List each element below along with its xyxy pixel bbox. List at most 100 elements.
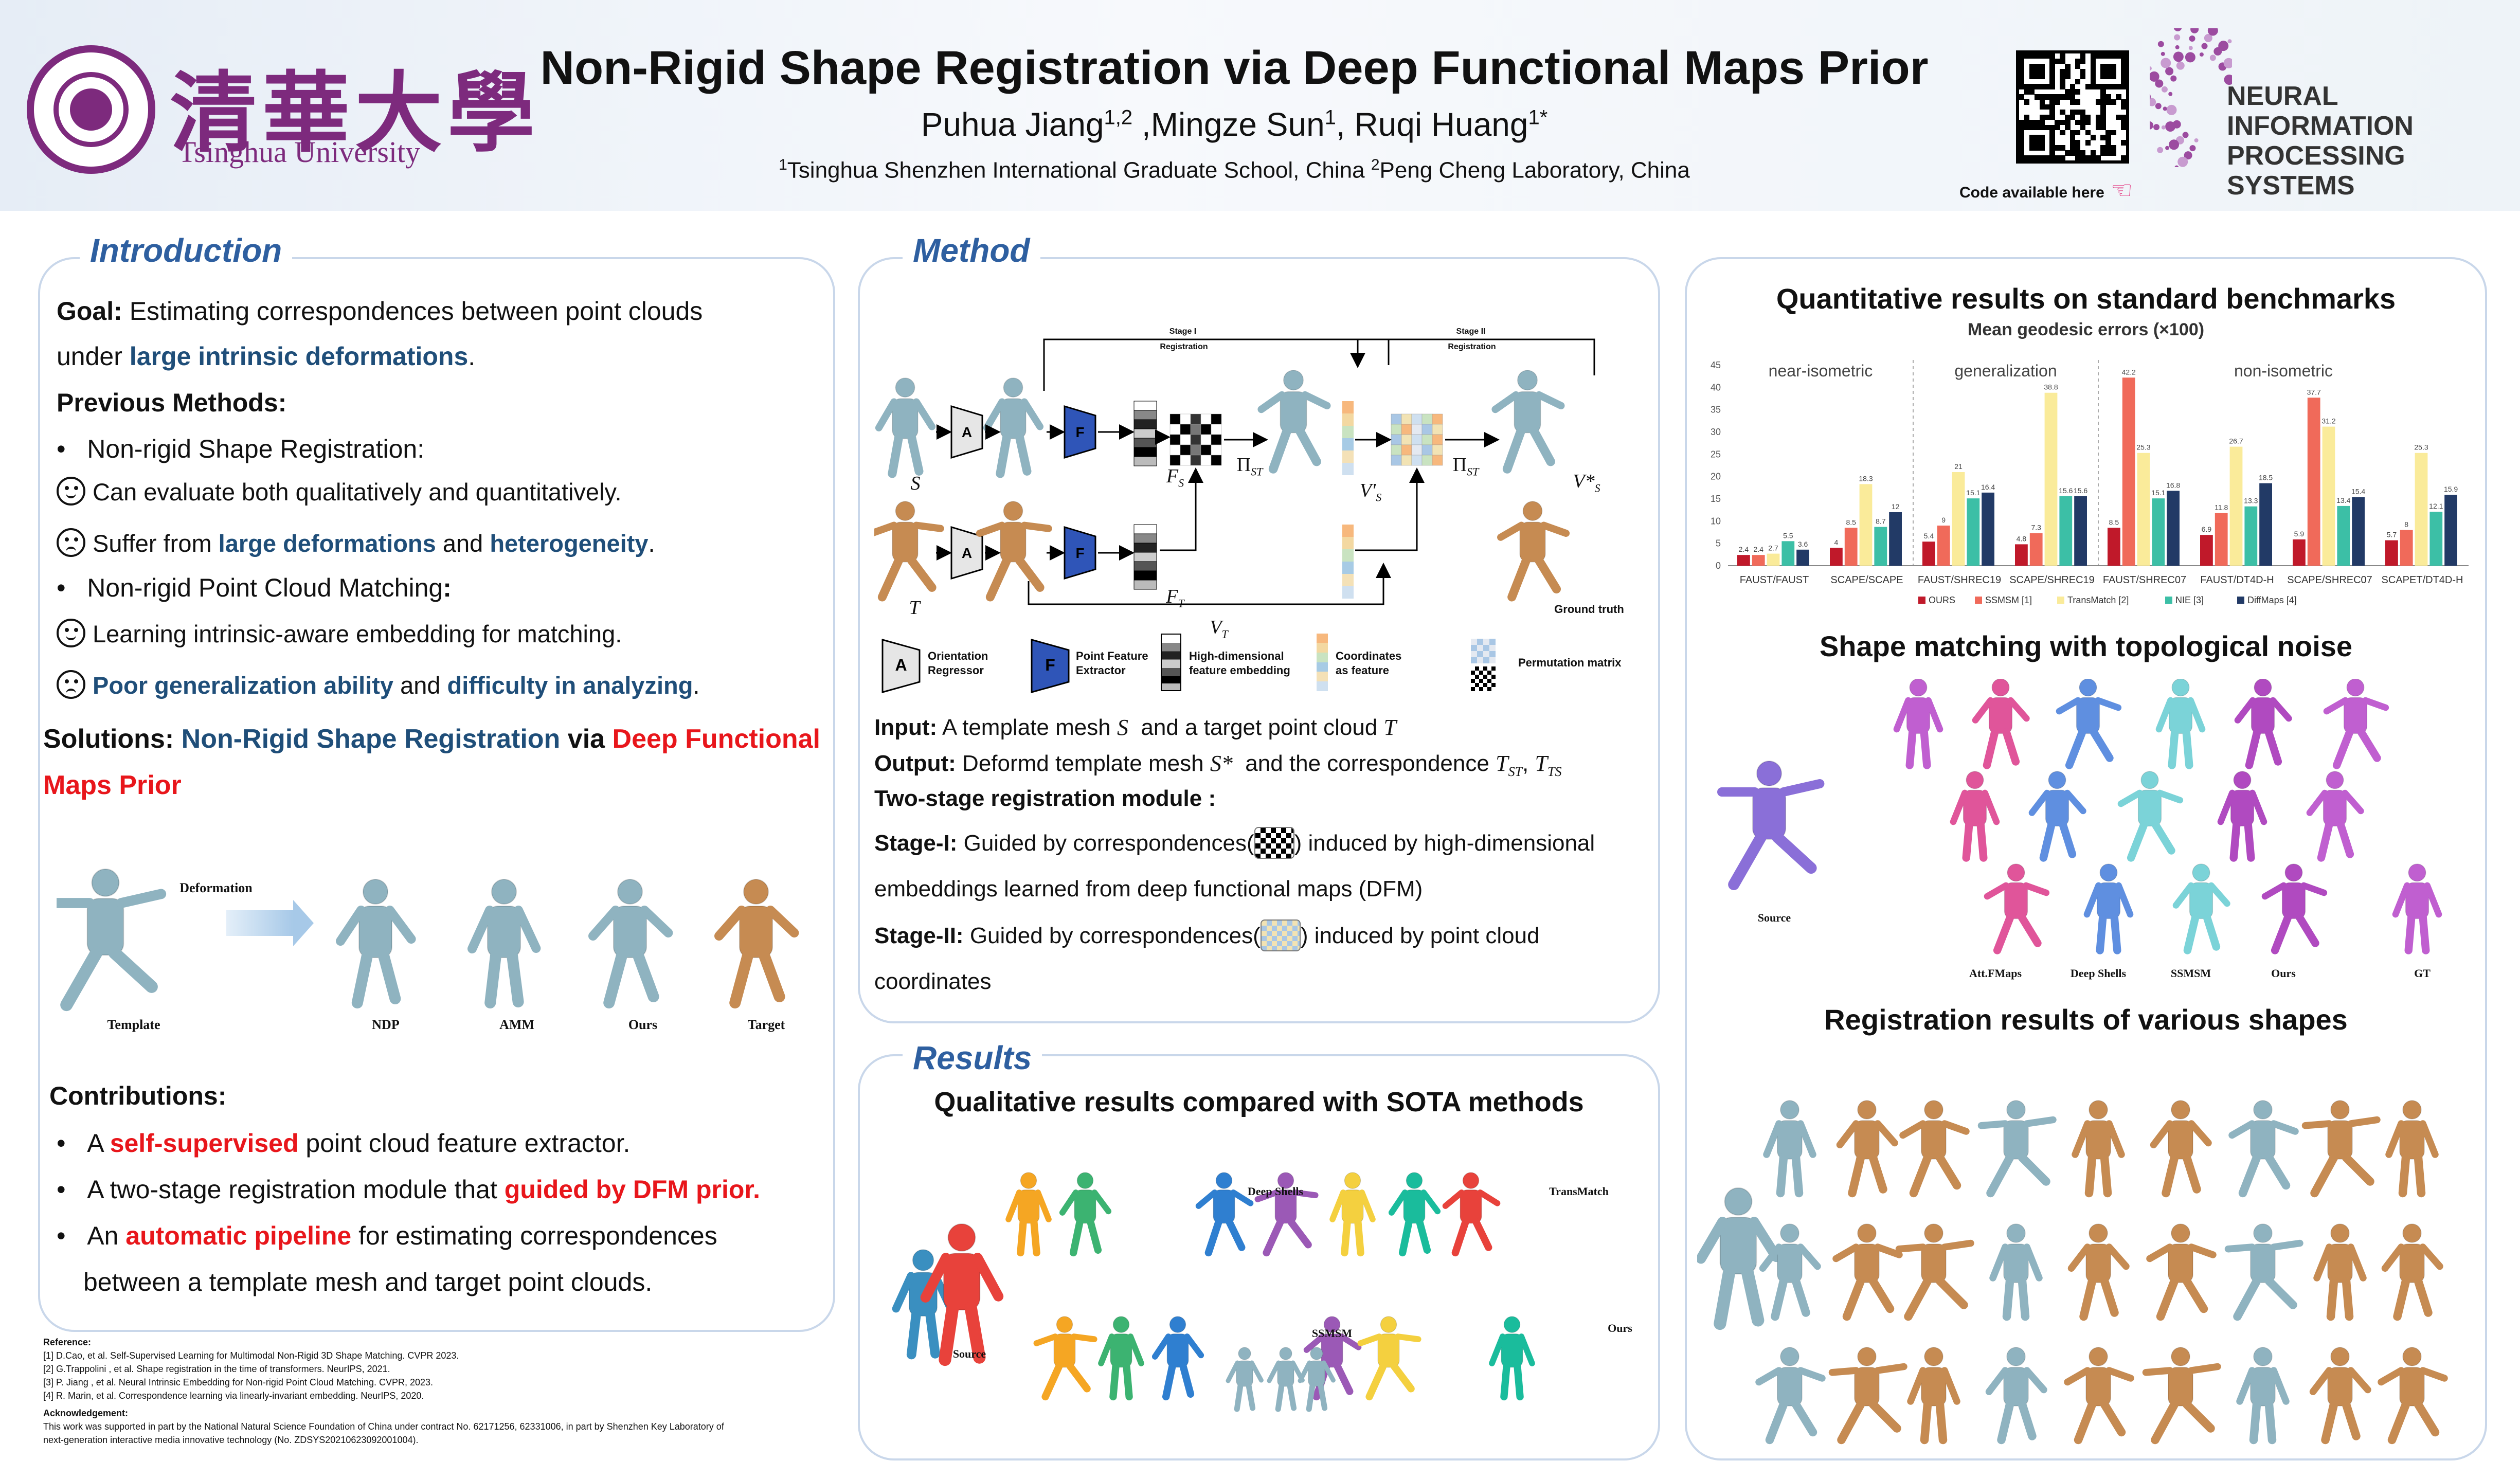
legend-swatch-3	[2165, 597, 2172, 604]
bar-0-1	[1752, 555, 1765, 566]
qual-result-8	[1098, 1316, 1144, 1401]
coords-feature-vt	[1342, 525, 1354, 599]
arrow-11	[1160, 467, 1203, 551]
topo-result-15	[2392, 863, 2442, 954]
bar-label-4-1: 42.2	[2122, 368, 2136, 376]
caption-deep-shells: Deep Shells	[1247, 1185, 1304, 1198]
bar-2-3	[1967, 498, 1980, 566]
topo-result-1	[1972, 679, 2030, 769]
bar-label-1-2: 18.3	[1859, 474, 1873, 482]
two-stage-label: Two-stage registration module :	[874, 786, 1216, 811]
legend-permutation-text: Permutation matrix	[1518, 656, 1622, 669]
method2-title: • Non-rigid Point Cloud Matching:	[57, 573, 452, 602]
bar-label-2-2: 21	[1954, 462, 1963, 471]
arrow-14	[1355, 467, 1425, 551]
stage1-registration: Registration	[1160, 342, 1208, 351]
color-matrix-icon	[1260, 919, 1301, 951]
bar-4-4	[2167, 491, 2180, 566]
bar-label-7-0: 5.7	[2387, 531, 2397, 539]
caption-ndp: NDP	[372, 1017, 400, 1032]
bar-3-4	[2074, 496, 2087, 566]
bar-5-4	[2259, 483, 2272, 566]
qr-code-icon[interactable]	[2016, 50, 2129, 164]
group-label-1: generalization	[1954, 362, 2057, 380]
method1-con: Suffer from large deformations and heter…	[57, 528, 655, 560]
y-tick-10: 10	[1711, 516, 1721, 526]
qual-source-large	[920, 1223, 1004, 1366]
reg-shape-0-3	[1977, 1100, 2057, 1198]
contribution-3: • An automatic pipeline for estimating c…	[57, 1221, 717, 1250]
caption-topo-source: Source	[1757, 911, 1791, 924]
method2-pro: Learning intrinsic-aware embedding for m…	[57, 618, 622, 650]
stage2-text: Stage-II: Guided by correspondences() in…	[874, 919, 1540, 952]
bar-label-0-0: 2.4	[1739, 545, 1749, 553]
bar-0-0	[1737, 555, 1750, 566]
bar-label-6-4: 15.4	[2351, 488, 2365, 496]
university-cn: 清華大學	[170, 62, 541, 165]
reg-shape-2-8	[2378, 1347, 2448, 1445]
bar-label-7-3: 12.1	[2429, 502, 2443, 510]
bar-label-5-2: 26.7	[2229, 437, 2243, 445]
label-vt: VT	[1210, 617, 1228, 641]
bar-6-1	[2307, 398, 2320, 566]
bar-label-1-3: 8.7	[1876, 517, 1886, 526]
bar-6-0	[2293, 539, 2306, 566]
x-tick-5: FAUST/DT4D-H	[2200, 574, 2274, 586]
qual-small-2	[1298, 1347, 1336, 1412]
y-tick-0: 0	[1716, 561, 1721, 571]
target-pointcloud-figure	[714, 879, 799, 1008]
svg-text:A: A	[962, 545, 972, 561]
reg-shape-1-1	[1832, 1223, 1903, 1321]
bar-3-2	[2044, 392, 2058, 566]
bar-label-4-2: 25.3	[2136, 443, 2150, 452]
bar-label-6-2: 31.2	[2321, 417, 2335, 425]
goal-line2: under large intrinsic deformations.	[57, 342, 476, 371]
qual-result-4	[1329, 1172, 1376, 1257]
bar-label-3-2: 38.8	[2044, 383, 2058, 391]
bar-0-3	[1781, 541, 1795, 566]
topo-result-9	[2217, 771, 2267, 862]
qual-result-9	[1151, 1316, 1204, 1401]
svg-text:F: F	[1075, 424, 1084, 440]
registration-title: Registration results of various shapes	[1824, 1003, 2348, 1036]
bar-3-1	[2029, 533, 2043, 566]
topo-result-8	[2117, 771, 2184, 862]
amm-figure	[467, 879, 541, 1008]
target-cloud-t	[874, 501, 944, 602]
reference-1: [1] D.Cao, et al. Self-Supervised Learni…	[43, 1350, 459, 1361]
reg-shape-2-4	[2064, 1347, 2134, 1445]
topo-result-13	[2172, 863, 2230, 954]
bar-label-3-4: 15.6	[2074, 486, 2087, 495]
feature-embedding-fs	[1133, 401, 1157, 466]
bar-label-3-3: 15.6	[2059, 486, 2073, 495]
reference-2: [2] G.Trappolini , et al. Shape registra…	[43, 1364, 390, 1374]
stage1-text: Stage-I: Guided by correspondences() ind…	[874, 827, 1595, 859]
topo-result-6	[1950, 771, 2000, 862]
bar-5-0	[2200, 535, 2213, 566]
reg-shape-2-7	[2309, 1347, 2371, 1445]
y-tick-35: 35	[1711, 405, 1721, 415]
orientation-regressor-icon: A	[881, 639, 921, 693]
legend-swatch-1	[1975, 597, 1982, 604]
acknowledgement-line1: This work was supported in part by the N…	[43, 1421, 724, 1432]
svg-text:F: F	[1045, 656, 1055, 674]
bar-1-2	[1859, 484, 1873, 566]
reg-shape-1-8	[2381, 1223, 2443, 1321]
sad-face-icon	[57, 670, 85, 699]
bar-1-3	[1874, 527, 1887, 566]
orientation-regressor-s: A	[950, 405, 983, 459]
bar-4-2	[2137, 453, 2150, 566]
stage1-label: Stage I	[1169, 327, 1197, 336]
happy-face-icon	[57, 477, 85, 506]
label-pi-2: ΠST	[1452, 454, 1479, 478]
reg-shape-2-0	[1755, 1347, 1826, 1445]
prev-methods-label: Previous Methods:	[57, 388, 287, 417]
ours-figure	[588, 879, 673, 1008]
topo-result-11	[1984, 863, 2050, 954]
qual-result-0	[1005, 1172, 1052, 1257]
bar-label-5-1: 11.8	[2215, 503, 2228, 512]
bar-2-1	[1937, 526, 1950, 566]
